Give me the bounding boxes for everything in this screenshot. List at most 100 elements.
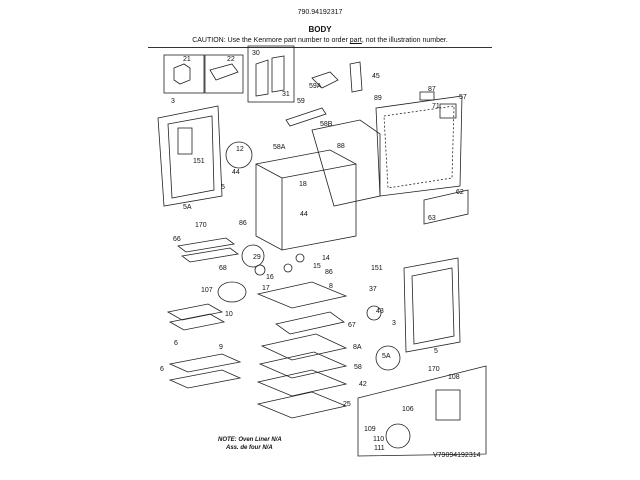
part-label-62: 62 [456, 189, 464, 196]
part-42-panel [256, 369, 348, 397]
part-label-8A: 8A [353, 344, 362, 351]
part-87-clip [419, 91, 435, 101]
part-label-151: 151 [371, 265, 383, 272]
part-label-109: 109 [364, 426, 376, 433]
part-label-22: 22 [227, 56, 235, 63]
part-43-screw-circle [366, 305, 382, 321]
part-6-oven-racks [168, 353, 242, 389]
part-label-87: 87 [428, 86, 436, 93]
part-label-8: 8 [329, 283, 333, 290]
side-panel-right-inner [411, 267, 455, 345]
oven-cavity-top-edge [281, 163, 357, 179]
part-57-cover [439, 103, 457, 119]
part-8a-panel [260, 333, 348, 361]
part-8-top-panel [256, 281, 348, 309]
part-label-15: 15 [313, 263, 321, 270]
caution-prefix: CAUTION: Use the Kenmore part number to … [192, 37, 350, 44]
part-label-170: 170 [428, 366, 440, 373]
side-panel-right [403, 257, 461, 353]
part-14-knob [295, 253, 305, 263]
part-label-110: 110 [373, 436, 384, 443]
part-107-fan [217, 281, 247, 303]
part-label-58A: 58A [273, 144, 286, 151]
part-label-57: 57 [459, 94, 467, 101]
part-15-knob [283, 263, 293, 273]
part-62-terminal-block [423, 189, 469, 225]
part-label-25: 25 [343, 401, 351, 408]
part-label-42: 42 [359, 381, 367, 388]
part-label-58B: 58B [320, 121, 333, 128]
inset-box-21 [163, 54, 205, 94]
part-label-45: 45 [372, 73, 380, 80]
part-label-3: 3 [392, 320, 396, 327]
illustration-id: V79094192314 [433, 452, 481, 459]
part-label-106: 106 [402, 406, 414, 413]
part-label-29: 29 [253, 254, 261, 261]
part-label-37: 37 [369, 286, 377, 293]
part-109-fan-blade [385, 423, 411, 449]
part-label-5A: 5A [183, 204, 192, 211]
part-label-66: 66 [173, 236, 181, 243]
caution-suffix: , not the illustration number. [361, 37, 448, 44]
part-108-convection-box [357, 365, 487, 457]
part-label-9: 9 [219, 344, 223, 351]
part-label-59A: 59A [309, 83, 322, 90]
model-number: 790.94192317 [297, 9, 343, 16]
header-rule [148, 47, 492, 48]
part-label-21: 21 [183, 56, 191, 63]
part-label-68: 68 [219, 265, 227, 272]
part-label-58: 58 [354, 364, 362, 371]
part-label-5: 5 [434, 348, 438, 355]
note-line-2: Ass. de four N/A [226, 445, 273, 451]
part-10-broil-pan [166, 303, 226, 331]
part-108-motor [435, 389, 461, 421]
part-label-16: 16 [266, 274, 274, 281]
part-label-151: 151 [193, 158, 205, 165]
part-label-107: 107 [201, 287, 213, 294]
inset-box-22 [204, 54, 244, 94]
part-59a-brace [311, 71, 339, 89]
part-67-bake-element [275, 311, 345, 335]
part-45-bracket [349, 61, 363, 93]
part-label-12: 12 [236, 146, 244, 153]
part-label-3: 3 [171, 98, 175, 105]
part-label-10: 10 [225, 311, 233, 318]
oven-cavity [255, 149, 357, 251]
part-12-detail-circle [225, 141, 253, 169]
part-label-88: 88 [337, 143, 345, 150]
part-label-67: 67 [348, 322, 356, 329]
part-label-111: 111 [374, 445, 385, 452]
part-label-30: 30 [252, 50, 260, 57]
part-label-86: 86 [239, 220, 247, 227]
part-label-63: 63 [428, 215, 436, 222]
part-25-panel [256, 391, 348, 419]
inset-box-30-31 [247, 45, 295, 103]
part-16-lamp [254, 264, 266, 276]
part-58-panel [258, 351, 348, 379]
part-5a-detail-circle [375, 345, 401, 371]
part-label-17: 17 [262, 285, 270, 292]
side-panel-left-inner [167, 115, 215, 199]
diagram-title: BODY [308, 25, 332, 34]
caution-text: CAUTION: Use the Kenmore part number to … [0, 37, 640, 44]
part-29-detail-circle [241, 244, 265, 268]
part-label-43: 43 [376, 308, 384, 315]
part-59-strip [285, 107, 327, 127]
part-58b-insulation [311, 119, 381, 207]
part-label-89: 89 [374, 95, 382, 102]
part-30-31-hinge [255, 55, 285, 97]
part-21-clip [173, 63, 191, 85]
part-label-31: 31 [282, 91, 290, 98]
part-151-label-plate [177, 127, 193, 155]
part-label-170: 170 [195, 222, 207, 229]
part-label-44: 44 [300, 211, 308, 218]
part-label-44: 44 [232, 169, 240, 176]
caution-part-word: part [349, 37, 362, 44]
part-label-71: 71 [432, 103, 440, 110]
part-label-6: 6 [160, 366, 164, 373]
part-label-18: 18 [299, 181, 307, 188]
part-label-5: 5 [221, 184, 225, 191]
part-label-14: 14 [322, 255, 330, 262]
